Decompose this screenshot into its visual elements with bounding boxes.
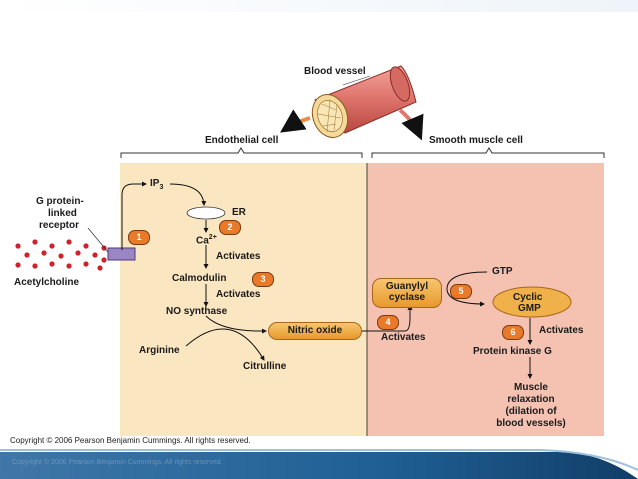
activates-label-1: Activates [216,251,261,262]
step-badge-6: 6 [502,325,524,340]
endothelial-region [120,163,367,436]
step-badge-1: 1 [128,230,150,245]
acetylcholine-dots [15,239,107,271]
calcium-label: Ca2+ [196,234,217,246]
gtp-label: GTP [492,266,513,277]
receptor-label-3: receptor [39,220,80,231]
step-badge-4: 4 [377,315,399,330]
slide-accent-bar [0,452,638,479]
acetylcholine-label: Acetylcholine [14,277,80,288]
activates-label-2: Activates [216,289,261,300]
cyclic-gmp-oval [492,286,572,318]
activates-label-pkg: Activates [539,325,584,336]
blood-vessel-illustration [280,65,424,141]
step-badge-3: 3 [252,272,274,287]
endothelial-cell-label: Endothelial cell [205,135,279,146]
smooth-bracket [371,147,605,158]
cyclic-gmp-line-2: GMP [518,303,541,314]
er-organelle [186,206,226,220]
muscle-relaxation-label: Muscle relaxation (dilation of blood ves… [481,382,581,430]
citrulline-label: Citrulline [243,361,287,372]
activates-label-no: Activates [381,332,426,343]
copyright-notice: Copyright © 2006 Pearson Benjamin Cummin… [10,436,251,445]
calcium-superscript: 2+ [208,234,217,241]
calmodulin-label: Calmodulin [172,273,227,284]
cyclic-gmp-line-1: Cyclic [513,292,543,303]
relax-line-1: Muscle [514,382,548,393]
ip3-subscript: 3 [159,184,164,191]
calcium-text: Ca [196,235,209,247]
top-band [0,0,638,12]
guanylyl-line-2: cyclase [388,292,426,303]
nitric-oxide-pill: Nitric oxide [268,322,362,340]
receptor-label-2: linked [48,208,77,219]
relax-line-2: relaxation [507,394,555,405]
arginine-label: Arginine [139,345,180,356]
blood-vessel-label: Blood vessel [304,66,366,77]
receptor-label-1: G protein- [36,196,84,207]
smooth-muscle-cell-label: Smooth muscle cell [429,135,523,146]
relax-line-4: blood vessels) [496,418,566,429]
ip3-label: IP3 [150,178,163,191]
nitric-oxide-text: Nitric oxide [287,325,343,336]
copyright-echo: Copyright © 2006 Pearson Benjamin Cummin… [12,459,223,466]
protein-kinase-g-label: Protein kinase G [473,346,552,357]
guanylyl-cyclase-pill: Guanylyl cyclase [372,278,442,308]
relax-line-3: (dilation of [505,406,557,417]
ip3-text: IP [150,178,160,189]
step-badge-2: 2 [219,220,241,235]
no-synthase-label: NO synthase [166,306,228,317]
step-badge-5: 5 [450,284,472,299]
er-label: ER [232,207,246,218]
endothelial-bracket [120,147,363,158]
guanylyl-line-1: Guanylyl [385,281,429,292]
